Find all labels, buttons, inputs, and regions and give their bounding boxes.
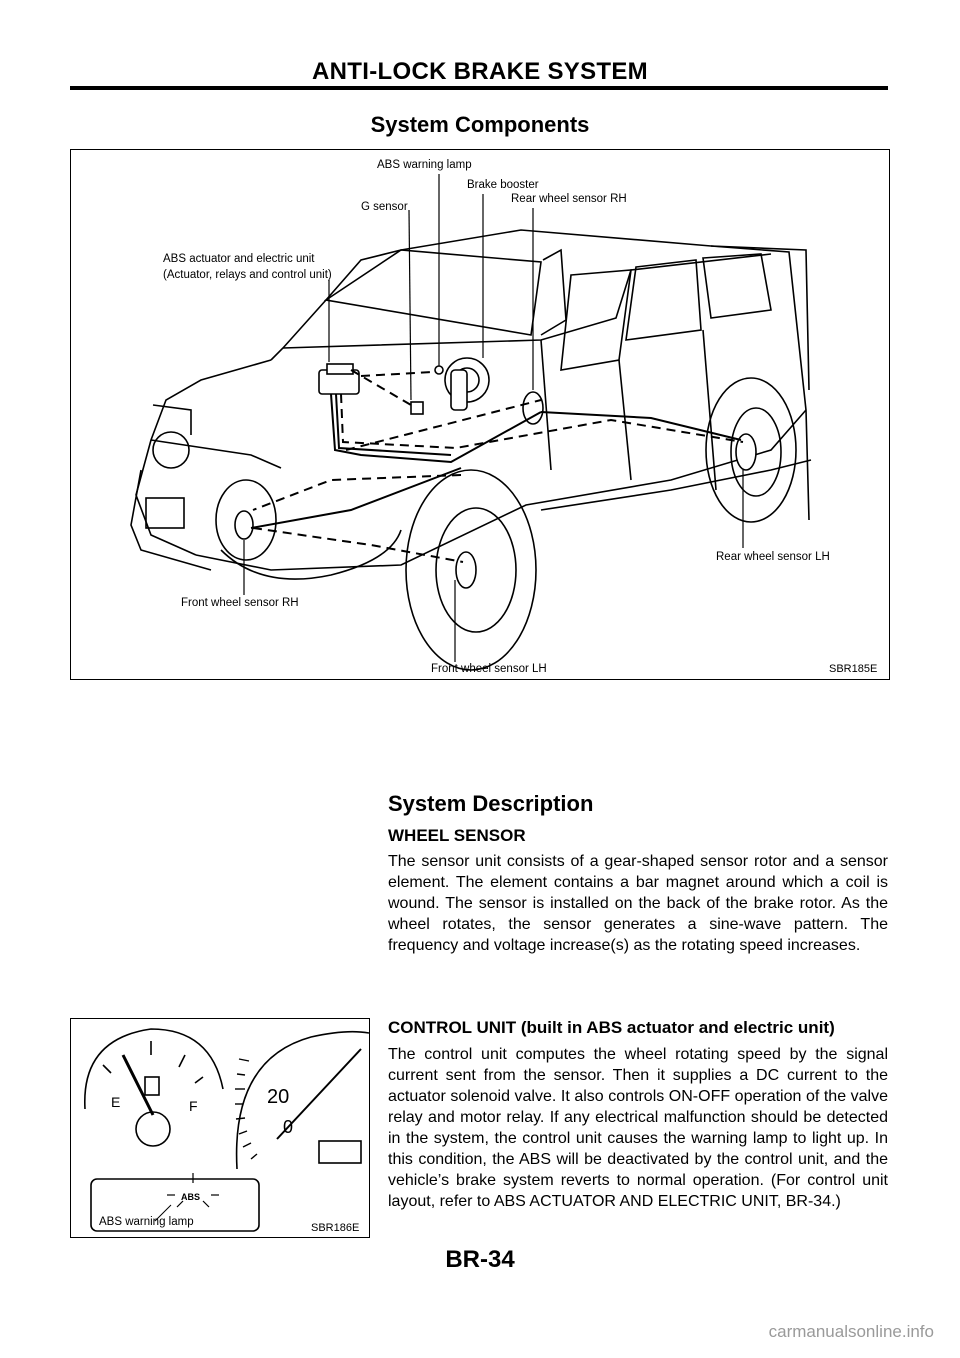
gauge-figure: E F 20 0 ABS ABS warning lamp SBR186E — [70, 1018, 370, 1238]
speed-0-label: 0 — [283, 1117, 293, 1137]
abs-components — [234, 357, 757, 589]
paragraph-control-unit: The control unit computes the wheel rota… — [388, 1046, 888, 1210]
leader-lines — [243, 174, 744, 662]
speed-20-label: 20 — [267, 1086, 289, 1108]
speed-needle — [276, 1048, 362, 1140]
fuel-gauge-arc — [84, 1028, 224, 1110]
sensor-harness — [250, 393, 742, 529]
heading-control-unit: CONTROL UNIT (built in ABS actuator and … — [388, 1018, 835, 1037]
abs-lamp-rays — [167, 1173, 219, 1208]
abs-lamp-leader — [154, 1204, 172, 1222]
section-title-components: System Components — [370, 112, 590, 137]
label-front-wheel-sensor-rh: Front wheel sensor RH — [181, 597, 299, 609]
abs-indicator: ABS — [181, 1192, 200, 1202]
section-title-description: System Description — [388, 791, 594, 816]
fuel-f-label: F — [189, 1098, 198, 1114]
page-header-title: ANTI-LOCK BRAKE SYSTEM — [312, 58, 648, 85]
figure-code: SBR185E — [829, 663, 877, 675]
components-figure: ABS warning lamp Brake booster Rear whee… — [70, 149, 890, 680]
watermark: carmanualsonline.info — [768, 1322, 934, 1341]
vehicle-illustration: ABS warning lamp Brake booster Rear whee… — [130, 159, 877, 675]
header-rule — [70, 86, 888, 90]
fuel-pump-icon — [144, 1076, 160, 1096]
paragraph-wheel-sensor: The sensor unit consists of a gear-shape… — [388, 853, 888, 954]
odometer-window — [318, 1140, 362, 1164]
label-g-sensor: G sensor — [361, 201, 408, 213]
speedometer-arc — [235, 1030, 369, 1170]
fuel-gauge-hub — [135, 1111, 171, 1147]
label-actuator-line2: (Actuator, relays and control unit) — [163, 269, 332, 281]
instrument-cluster-illustration: E F 20 0 ABS ABS warning lamp SBR186E — [84, 1028, 369, 1234]
label-abs-warning-lamp: ABS warning lamp — [377, 159, 472, 171]
label-front-wheel-sensor-lh: Front wheel sensor LH — [431, 663, 547, 675]
label-rear-wheel-sensor-rh: Rear wheel sensor RH — [511, 193, 627, 205]
vehicle-outline — [130, 229, 812, 671]
label-brake-booster: Brake booster — [467, 179, 539, 191]
label-rear-wheel-sensor-lh: Rear wheel sensor LH — [716, 551, 830, 563]
speedometer-ticks — [235, 1058, 258, 1160]
gauge-figure-code: SBR186E — [311, 1222, 359, 1234]
page-number: BR-34 — [445, 1246, 515, 1273]
label-actuator-line1: ABS actuator and electric unit — [163, 253, 315, 265]
dashed-harness — [252, 369, 744, 563]
heading-wheel-sensor: WHEEL SENSOR — [388, 826, 526, 845]
fuel-needle — [121, 1054, 155, 1116]
abs-warning-lamp-label: ABS warning lamp — [99, 1216, 194, 1228]
fuel-e-label: E — [111, 1094, 120, 1110]
warning-lamp-panel — [90, 1178, 260, 1232]
